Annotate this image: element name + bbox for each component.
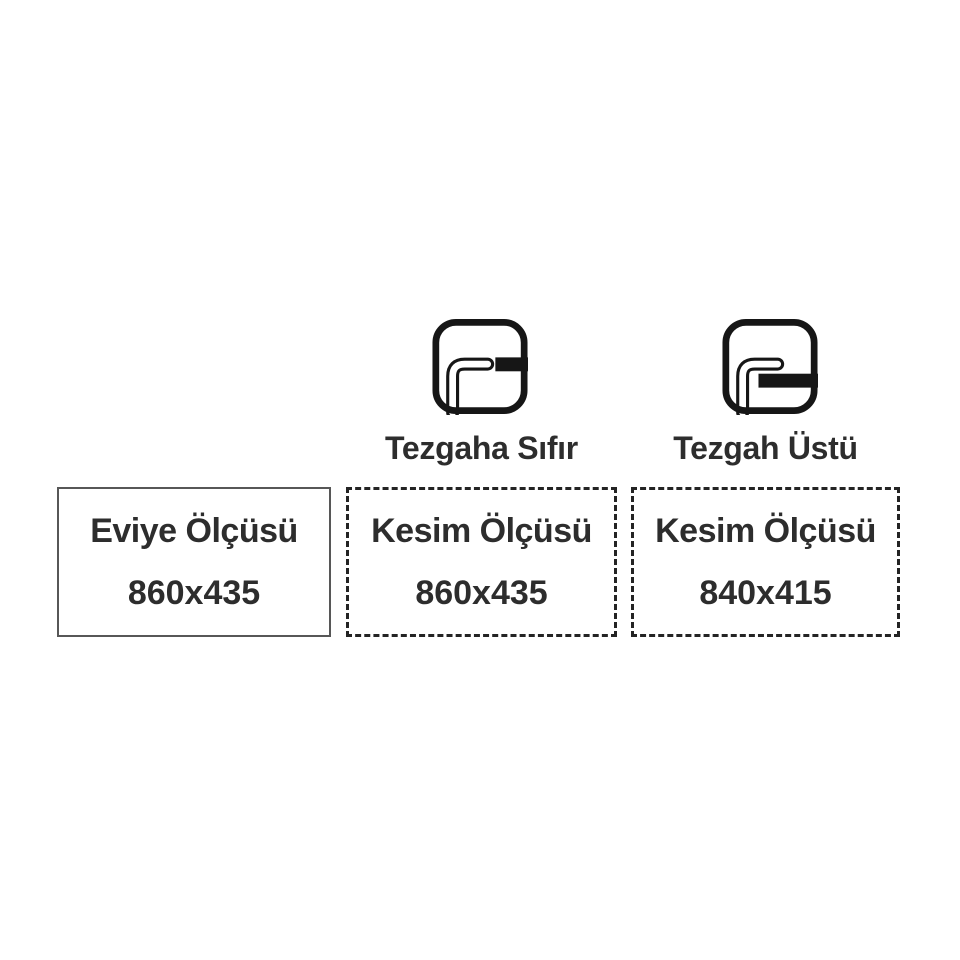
top-mount-sink-icon (722, 318, 818, 415)
cut-size-value-top: 840x415 (699, 573, 832, 612)
top-mount-label: Tezgah Üstü (673, 430, 858, 466)
sink-size-value: 860x435 (127, 574, 261, 612)
cut-size-title-top: Kesim Ölçüsü (655, 512, 876, 551)
sink-size-box: Eviye Ölçüsü 860x435 (57, 487, 331, 637)
cut-size-box-flush: Kesim Ölçüsü 860x435 (346, 487, 617, 637)
sink-size-title: Eviye Ölçüsü (90, 512, 298, 550)
cut-size-box-top: Kesim Ölçüsü 840x415 (631, 487, 900, 637)
top-mount-sink-icon-svg (722, 318, 818, 415)
flush-mount-sink-icon-svg (432, 318, 528, 415)
cut-size-title-flush: Kesim Ölçüsü (371, 512, 592, 551)
flush-mount-sink-icon (432, 318, 528, 415)
flush-mount-label: Tezgaha Sıfır (385, 430, 578, 466)
cut-size-value-flush: 860x435 (415, 573, 548, 612)
